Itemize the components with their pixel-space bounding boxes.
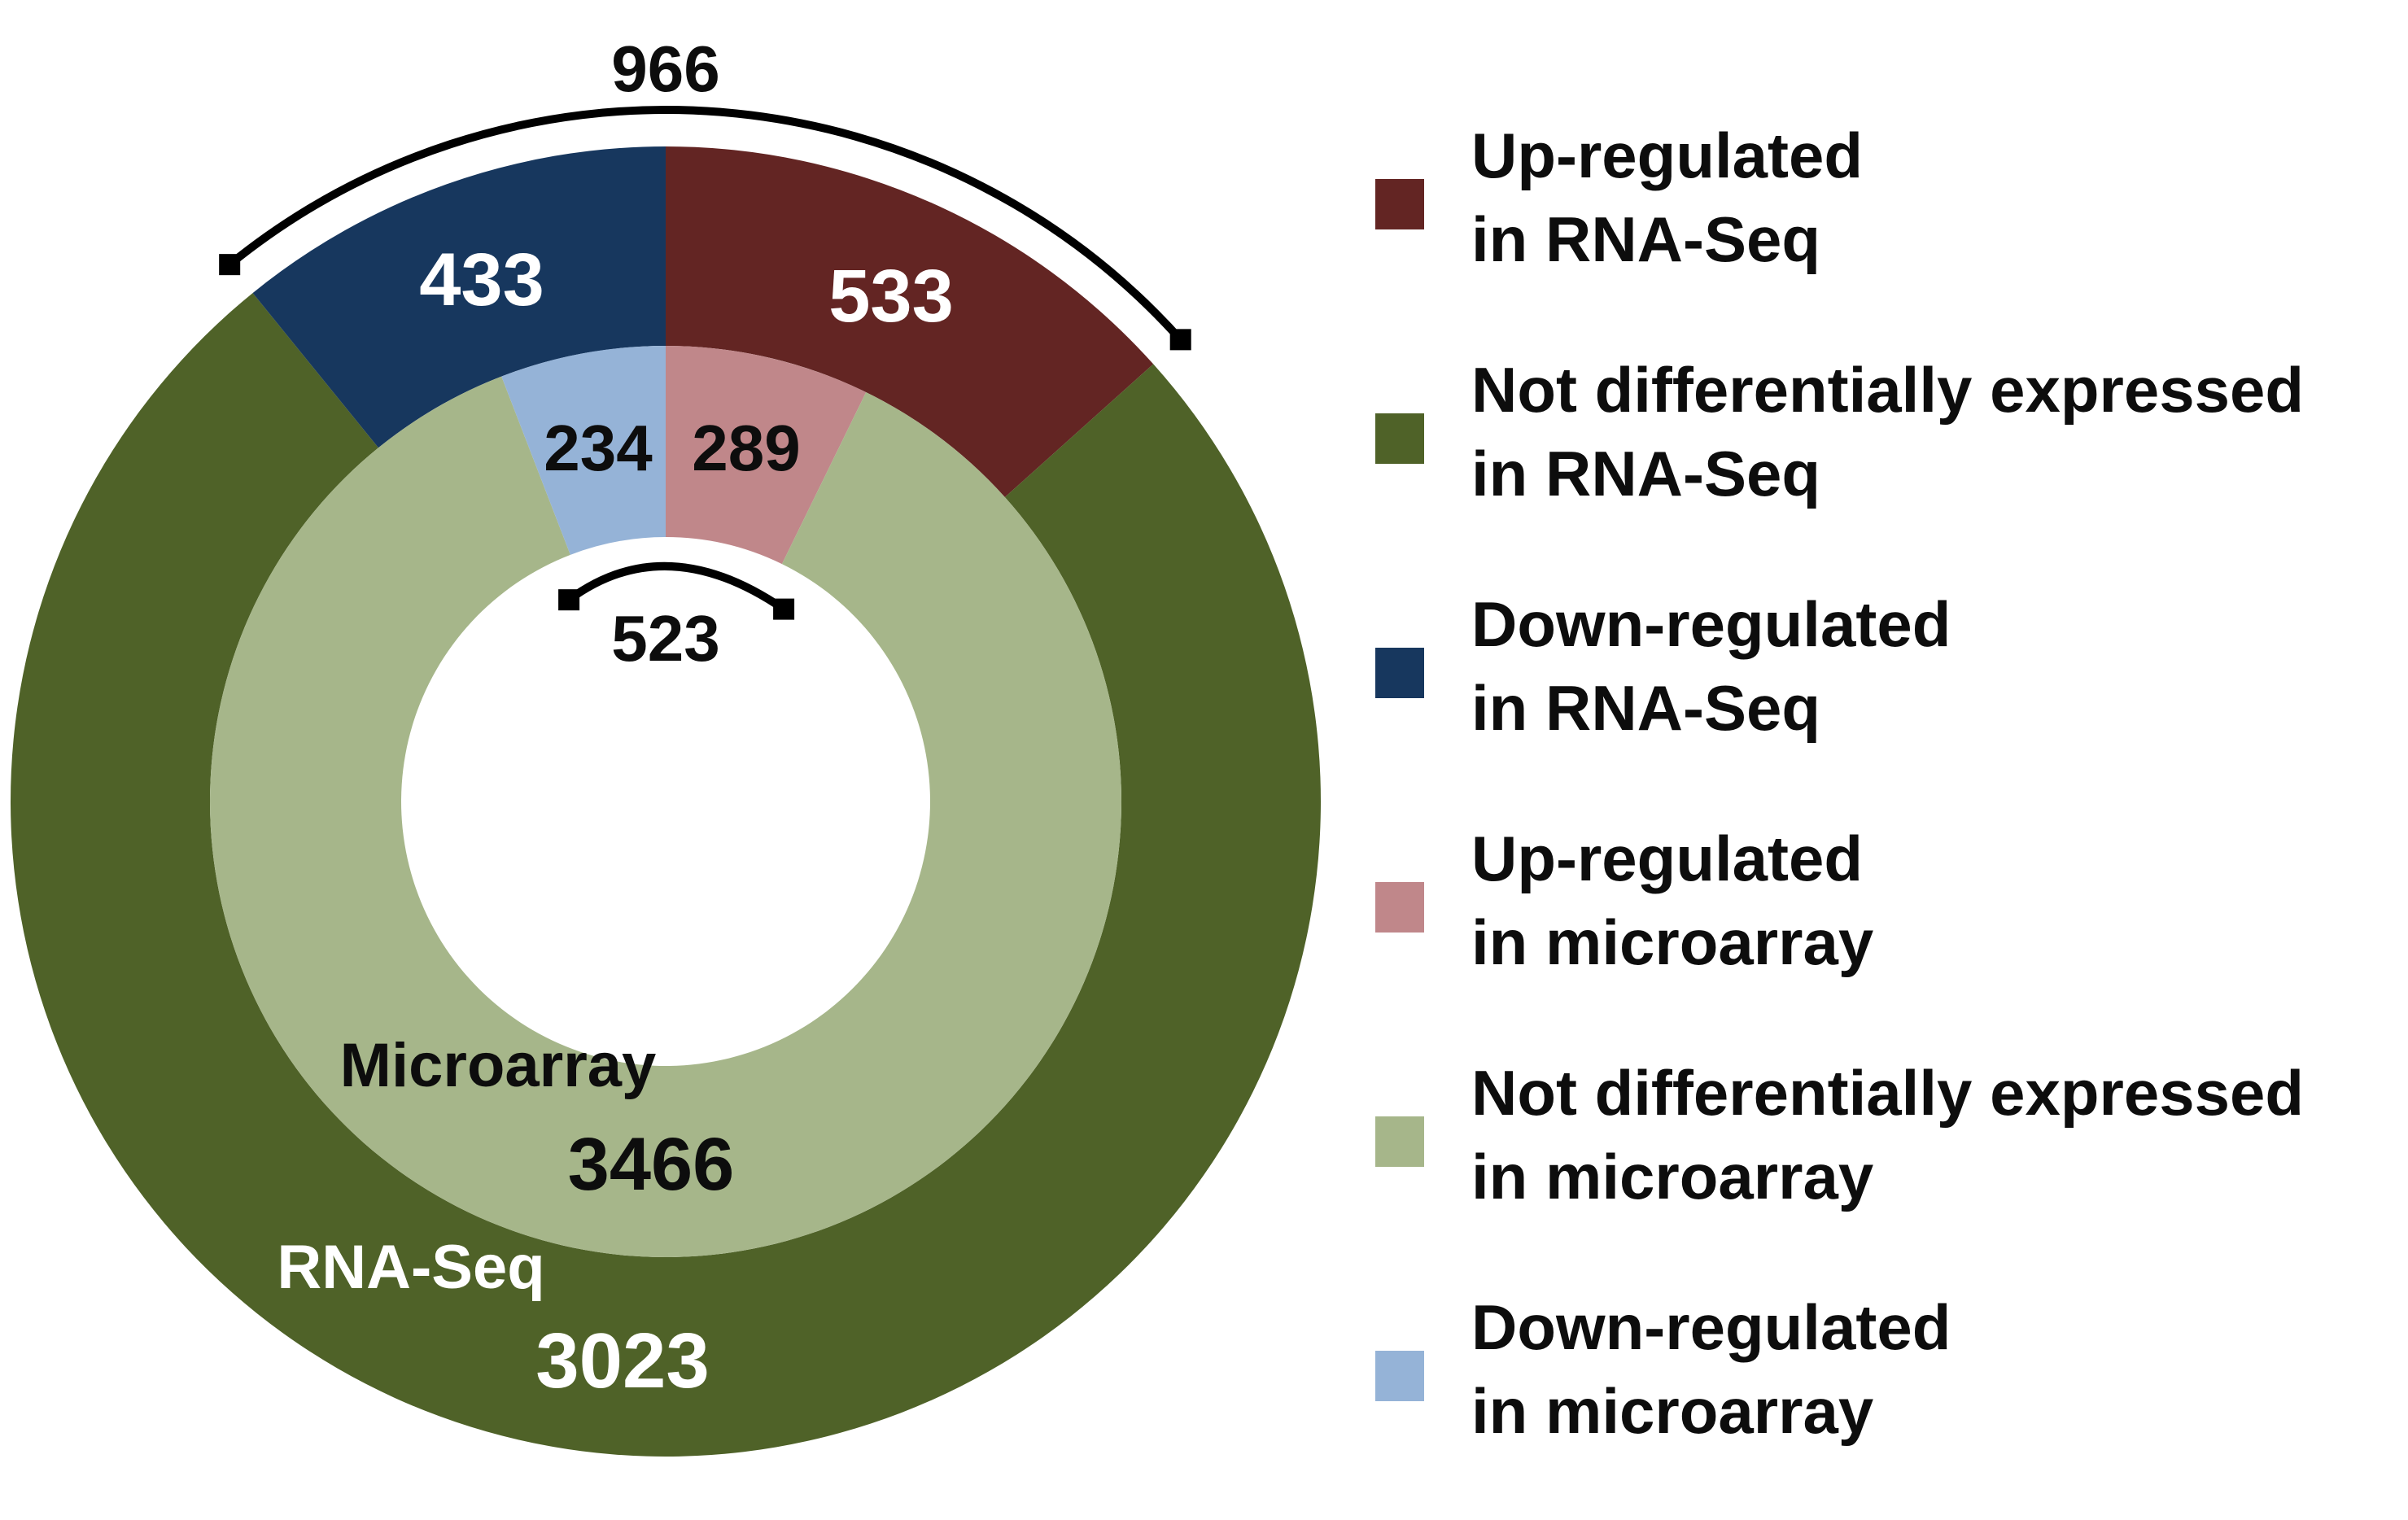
inner-bracket-end-0 <box>558 589 580 611</box>
slice-label-rna-up: 533 <box>828 255 954 338</box>
outer-bracket-label: 966 <box>611 33 719 105</box>
legend-swatch <box>1375 179 1424 229</box>
slice-rna-seq-0 <box>666 146 1154 498</box>
legend-swatch <box>1375 1351 1424 1401</box>
inner-bracket-end-1 <box>773 598 795 620</box>
legend-label: Down-regulated in microarray <box>1471 1291 1951 1447</box>
legend-swatch <box>1375 413 1424 464</box>
legend-label: Down-regulated in RNA-Seq <box>1471 588 1951 744</box>
legend-label: Up-regulated in RNA-Seq <box>1471 120 1864 275</box>
legend-item-up-rna-seq: Up-regulated in RNA-Seq <box>1375 114 2401 348</box>
legend-item-notde-rna-seq: Not differentially expressed in RNA-Seq <box>1375 348 2401 583</box>
legend-label: Up-regulated in microarray <box>1471 823 1874 978</box>
nested-donut-chart: 966 523 533 433 234 289 Microarray 3466 … <box>10 33 1321 1457</box>
ring-total-microarray: 3466 <box>568 1123 735 1206</box>
outer-bracket-end-0 <box>219 254 241 276</box>
legend-item-up-microarray: Up-regulated in microarray <box>1375 817 2401 1051</box>
ring-name-rna-seq: RNA-Seq <box>277 1233 544 1302</box>
legend-swatch <box>1375 1116 1424 1167</box>
slice-rna-seq-2 <box>252 146 666 448</box>
slice-microarray-2 <box>501 346 666 555</box>
brackets <box>219 106 1191 620</box>
outer-bracket <box>227 106 1184 343</box>
inner-bracket-label: 523 <box>611 602 719 675</box>
inner-bracket <box>566 561 786 613</box>
legend-swatch <box>1375 648 1424 698</box>
legend-label: Not differentially expressed in microarr… <box>1471 1057 2304 1212</box>
legend-item-down-rna-seq: Down-regulated in RNA-Seq <box>1375 583 2401 817</box>
slice-label-micro-down: 234 <box>544 412 653 484</box>
outer-ring-rna-seq <box>10 146 1321 1457</box>
legend-label: Not differentially expressed in RNA-Seq <box>1471 354 2304 509</box>
slice-microarray-1 <box>210 376 1122 1257</box>
ring-name-microarray: Microarray <box>340 1031 657 1100</box>
slice-label-rna-down: 433 <box>419 238 544 321</box>
legend-swatch <box>1375 882 1424 933</box>
legend-item-notde-microarray: Not differentially expressed in microarr… <box>1375 1051 2401 1286</box>
ring-total-rna-seq: 3023 <box>535 1317 710 1404</box>
slice-microarray-0 <box>666 346 867 565</box>
slice-label-micro-up: 289 <box>692 412 800 484</box>
legend: Up-regulated in RNA-Seq Not differential… <box>1375 114 2401 1520</box>
inner-ring-microarray <box>210 346 1122 1257</box>
slice-rna-seq-1 <box>10 293 1321 1457</box>
outer-bracket-end-1 <box>1169 329 1191 351</box>
legend-item-down-microarray: Down-regulated in microarray <box>1375 1286 2401 1520</box>
